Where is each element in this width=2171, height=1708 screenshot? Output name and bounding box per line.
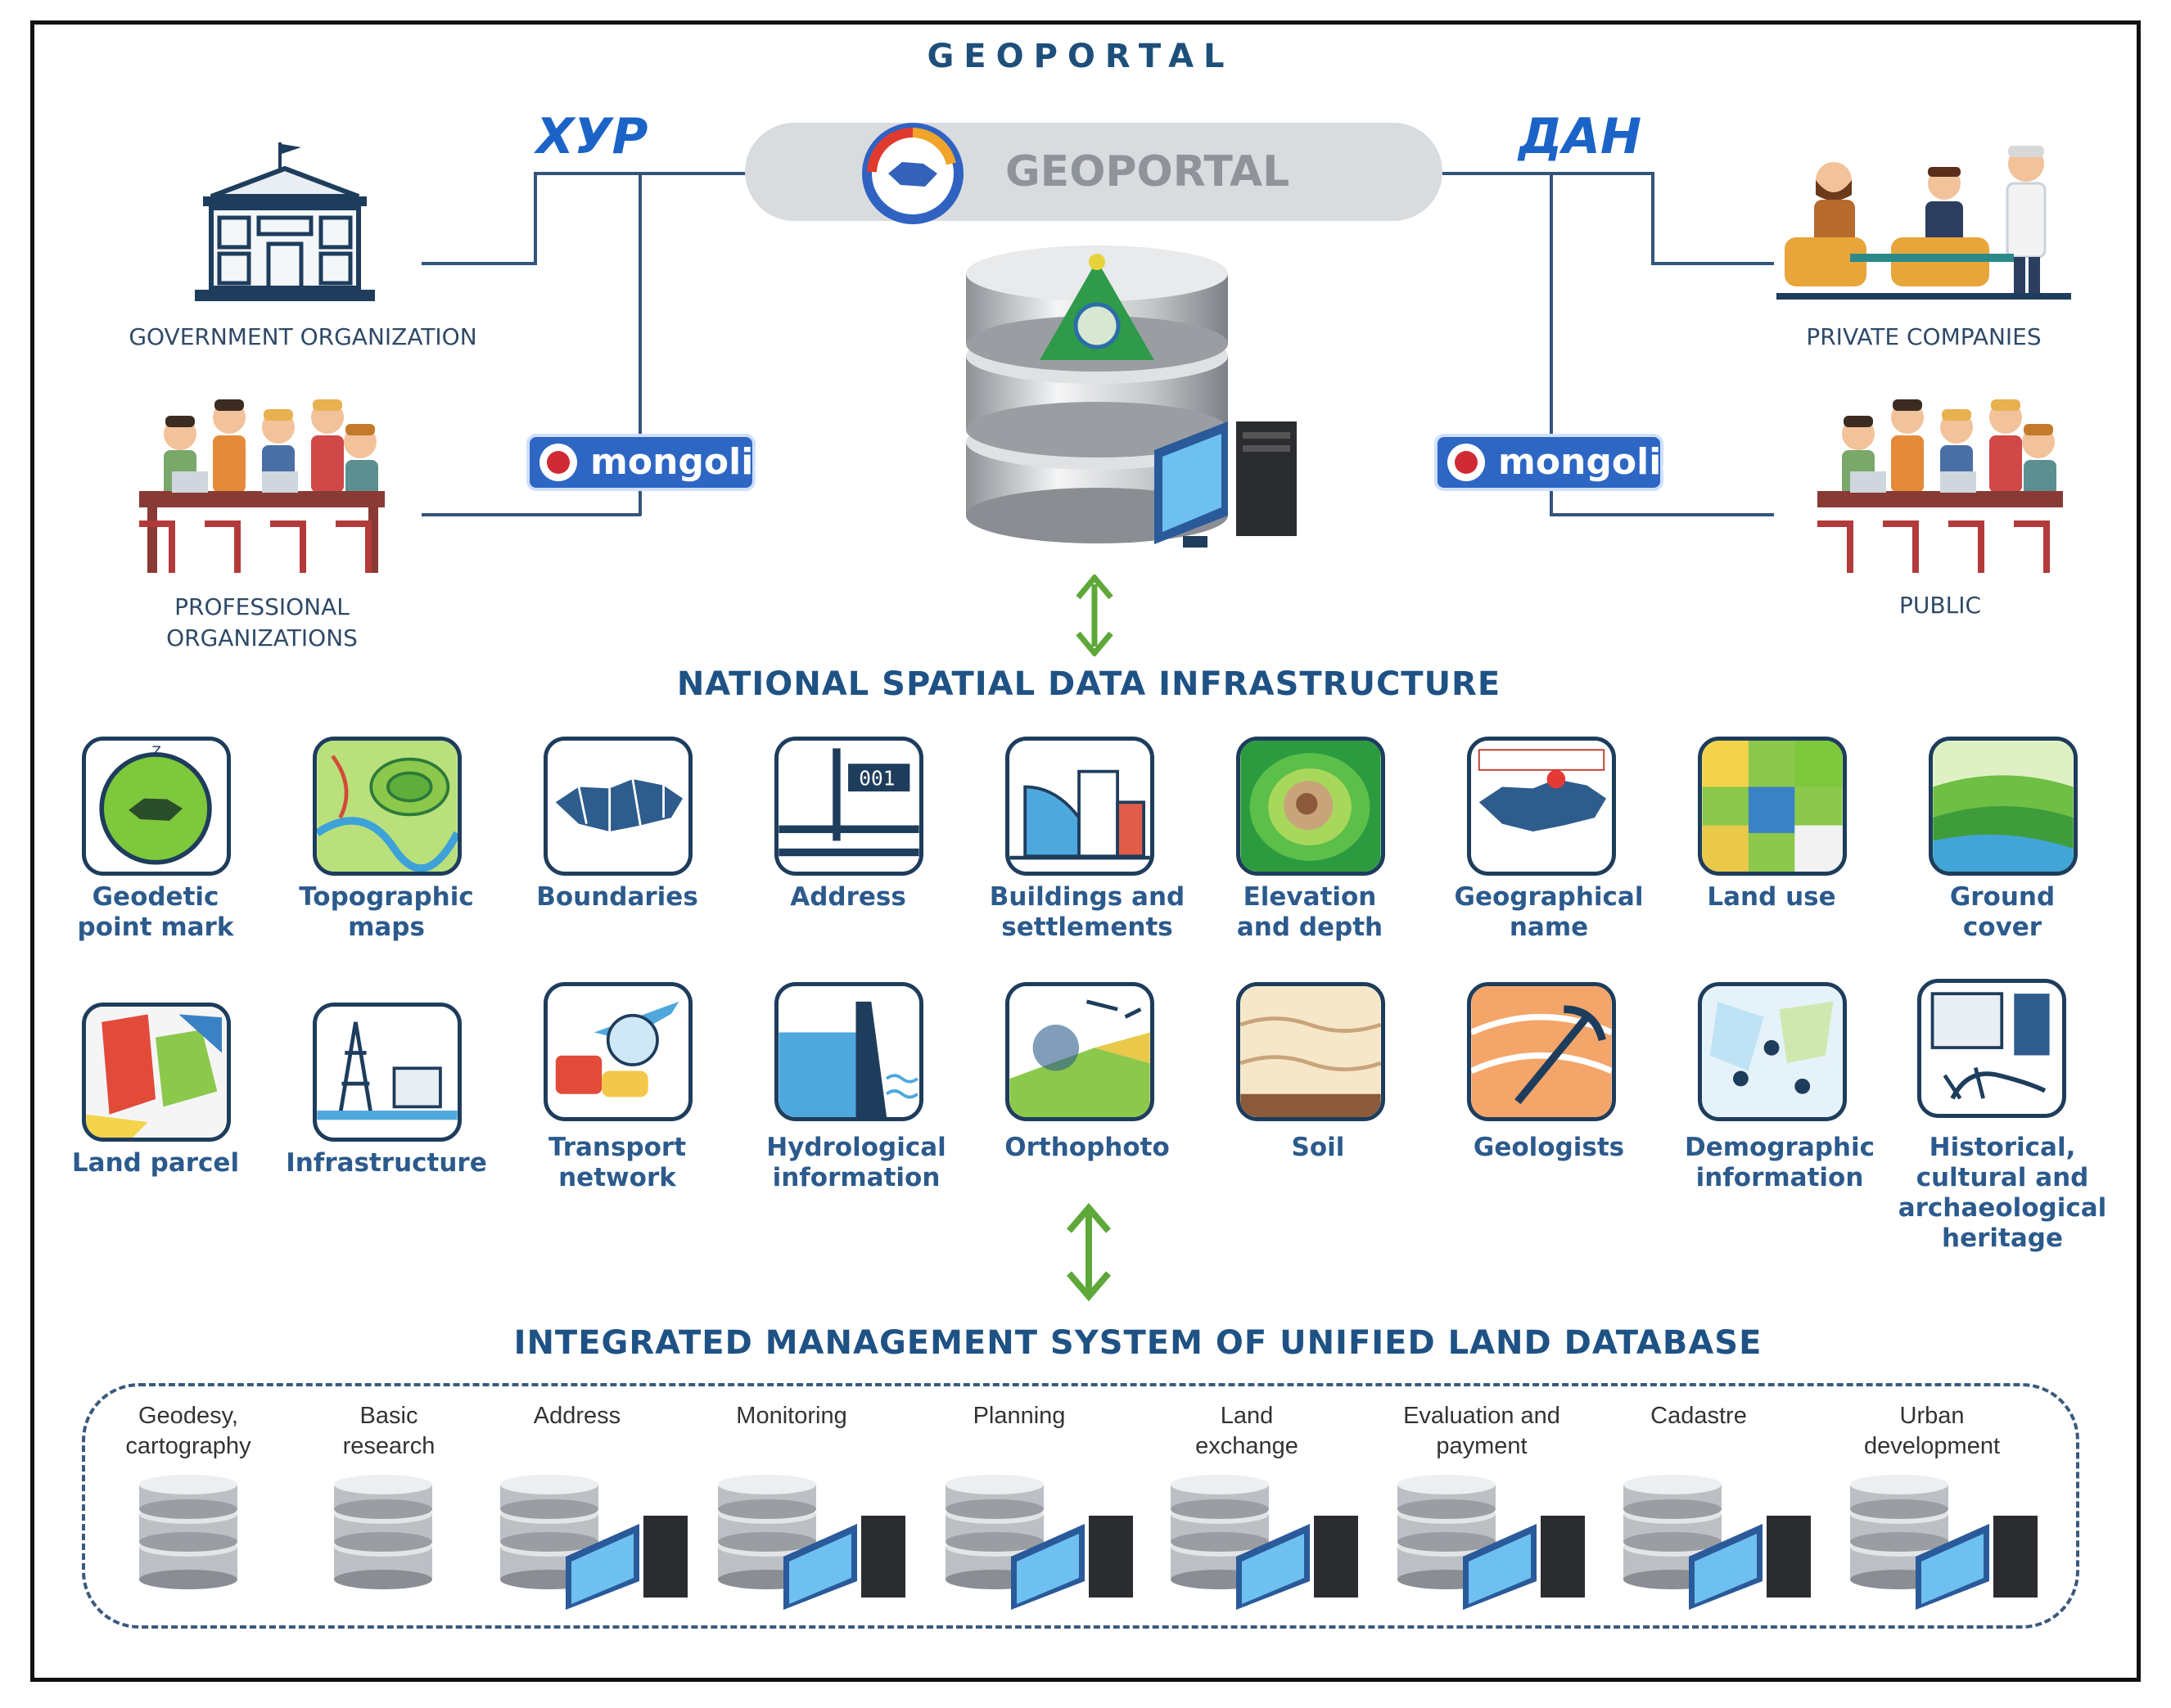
database-computer-icon bbox=[1397, 1475, 1585, 1610]
connector-line bbox=[534, 172, 537, 265]
nsdi-label: Elevation and depth bbox=[1236, 882, 1383, 942]
professional-people-icon bbox=[139, 399, 385, 573]
connector-line bbox=[422, 262, 536, 265]
nsdi-label: Address bbox=[790, 882, 906, 912]
public-people-icon bbox=[1817, 399, 2063, 573]
database-icon bbox=[334, 1475, 432, 1589]
connector-line bbox=[1550, 172, 1553, 516]
geographical-name-icon[interactable] bbox=[1467, 737, 1616, 876]
nsdi-label: Demographic information bbox=[1684, 1133, 1875, 1192]
page-title: GEOPORTAL bbox=[927, 38, 1234, 75]
nsdi-label: Geographical name bbox=[1454, 882, 1644, 942]
nsdi-label: Topographic maps bbox=[299, 882, 474, 942]
nsdi-label: Ground cover bbox=[1949, 882, 2056, 942]
database-computer-icon bbox=[718, 1475, 905, 1610]
orthophoto-icon[interactable] bbox=[1005, 982, 1154, 1121]
nsdi-label: Transport network bbox=[548, 1133, 687, 1192]
connector-line bbox=[1441, 172, 1654, 175]
demographic-icon[interactable] bbox=[1698, 982, 1847, 1121]
connector-line bbox=[639, 172, 642, 516]
nsdi-label: Soil bbox=[1291, 1133, 1345, 1162]
nsdi-label: Historical, cultural and archaeological … bbox=[1898, 1133, 2107, 1253]
land-use-icon[interactable] bbox=[1698, 737, 1847, 876]
geoportal-bar[interactable]: GEOPORTAL bbox=[745, 123, 1442, 224]
geoportal-logo-icon bbox=[862, 123, 964, 224]
nsdi-label: Land use bbox=[1707, 882, 1836, 912]
connector-line bbox=[1550, 513, 1774, 516]
heritage-icon[interactable] bbox=[1917, 979, 2066, 1118]
nsdi-label: Buildings and settlements bbox=[989, 882, 1185, 942]
db-label: Monitoring bbox=[736, 1403, 847, 1429]
database-icon bbox=[139, 1475, 237, 1589]
topographic-map-icon[interactable] bbox=[313, 737, 462, 876]
connector-line bbox=[1651, 172, 1654, 265]
nsdi-label: Boundaries bbox=[536, 882, 698, 912]
ground-cover-icon[interactable] bbox=[1929, 737, 2078, 876]
geology-icon[interactable] bbox=[1467, 982, 1616, 1121]
government-label: GOVERNMENT ORGANIZATION bbox=[129, 323, 477, 350]
emongolia-right-label: mongolia bbox=[1498, 441, 1686, 483]
db-label: Evaluation and payment bbox=[1403, 1403, 1560, 1459]
geodetic-point-icon[interactable]: Z bbox=[82, 737, 231, 876]
public-label: PUBLIC bbox=[1899, 592, 1981, 619]
nsdi-title: NATIONAL SPATIAL DATA INFRASTRUCTURE bbox=[676, 665, 1501, 703]
address-icon[interactable]: 001 bbox=[774, 737, 923, 876]
khur-brand: ХУР bbox=[536, 108, 648, 165]
nsdi-label: Land parcel bbox=[71, 1148, 240, 1178]
nsdi-label: Infrastructure bbox=[286, 1148, 487, 1178]
dan-brand: ДАН bbox=[1519, 108, 1642, 165]
infrastructure-icon[interactable] bbox=[313, 1003, 462, 1142]
db-label: Urban development bbox=[1863, 1403, 2001, 1459]
government-building-icon bbox=[195, 142, 375, 301]
bidirectional-arrow-icon bbox=[1076, 575, 1113, 656]
nsdi-label: Geologists bbox=[1473, 1133, 1625, 1162]
imsuld-title: INTEGRATED MANAGEMENT SYSTEM OF UNIFIED … bbox=[513, 1324, 1763, 1362]
boundaries-icon[interactable] bbox=[544, 737, 693, 876]
db-label: Geodesy, cartography bbox=[125, 1403, 251, 1459]
transport-icon[interactable] bbox=[544, 982, 693, 1121]
emongolia-right-badge[interactable]: mongolia bbox=[1434, 434, 1686, 491]
emongolia-logo-icon bbox=[539, 444, 577, 481]
database-computer-icon bbox=[500, 1475, 688, 1610]
central-database-icon bbox=[966, 246, 1297, 548]
land-parcel-icon[interactable] bbox=[82, 1003, 231, 1142]
db-label: Address bbox=[533, 1403, 621, 1429]
land-database-group bbox=[82, 1383, 2079, 1629]
emongolia-left-badge[interactable]: mongolia bbox=[526, 434, 778, 491]
db-label: Land exchange bbox=[1195, 1403, 1298, 1459]
emongolia-left-label: mongolia bbox=[590, 441, 778, 483]
elevation-icon[interactable] bbox=[1236, 737, 1385, 876]
svg-text:Z: Z bbox=[151, 743, 161, 759]
private-companies-icon bbox=[1776, 146, 2071, 300]
db-label: Cadastre bbox=[1650, 1403, 1747, 1429]
db-label: Basic research bbox=[342, 1403, 436, 1459]
database-computer-icon bbox=[1850, 1475, 2038, 1610]
nsdi-label: Orthophoto bbox=[1004, 1133, 1170, 1162]
nsdi-label: Hydrological information bbox=[766, 1133, 946, 1192]
bidirectional-arrow-icon bbox=[1066, 1203, 1112, 1301]
nsdi-label: Geodetic point mark bbox=[77, 882, 234, 942]
connector-line bbox=[1651, 262, 1774, 265]
svg-text:001: 001 bbox=[859, 767, 895, 791]
geoportal-label: GEOPORTAL bbox=[1005, 147, 1290, 196]
emongolia-logo-icon bbox=[1447, 444, 1485, 481]
buildings-icon[interactable] bbox=[1005, 737, 1154, 876]
database-computer-icon bbox=[1171, 1475, 1358, 1610]
database-computer-icon bbox=[946, 1475, 1133, 1610]
private-label: PRIVATE COMPANIES bbox=[1806, 323, 2042, 350]
hydrology-icon[interactable] bbox=[774, 982, 923, 1121]
soil-icon[interactable] bbox=[1236, 982, 1385, 1121]
connector-line bbox=[422, 513, 641, 516]
db-label: Planning bbox=[973, 1403, 1066, 1429]
database-computer-icon bbox=[1623, 1475, 1811, 1610]
professional-label: PROFESSIONAL ORGANIZATIONS bbox=[166, 593, 358, 651]
